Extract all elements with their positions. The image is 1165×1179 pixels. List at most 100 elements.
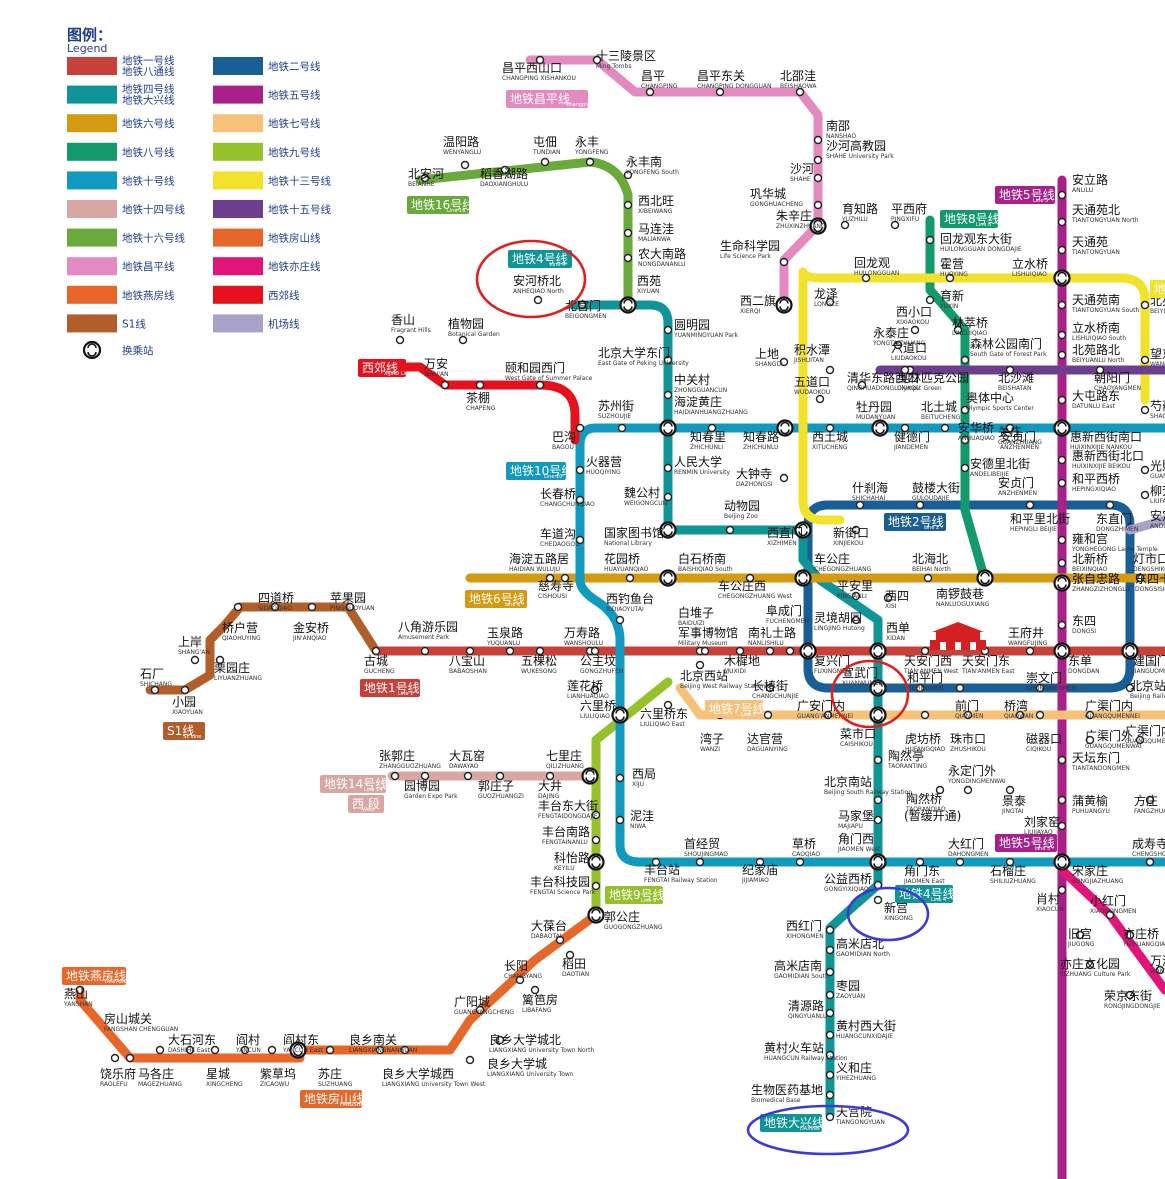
station[interactable]: (暂缓开通) [904,809,961,823]
station[interactable]: 望京西WANGJINGXI [1140,347,1165,368]
station[interactable]: 成寿寺CHENGSHOUSI [1132,837,1165,867]
station[interactable]: 安定门ANDINGMEN [1150,508,1165,530]
station[interactable]: 方庄FANGZHUANG [1134,793,1165,815]
station[interactable]: 万源WANY [1150,954,1165,975]
station[interactable]: 亦庄桥YIZHUANGQIAO [1122,926,1165,948]
